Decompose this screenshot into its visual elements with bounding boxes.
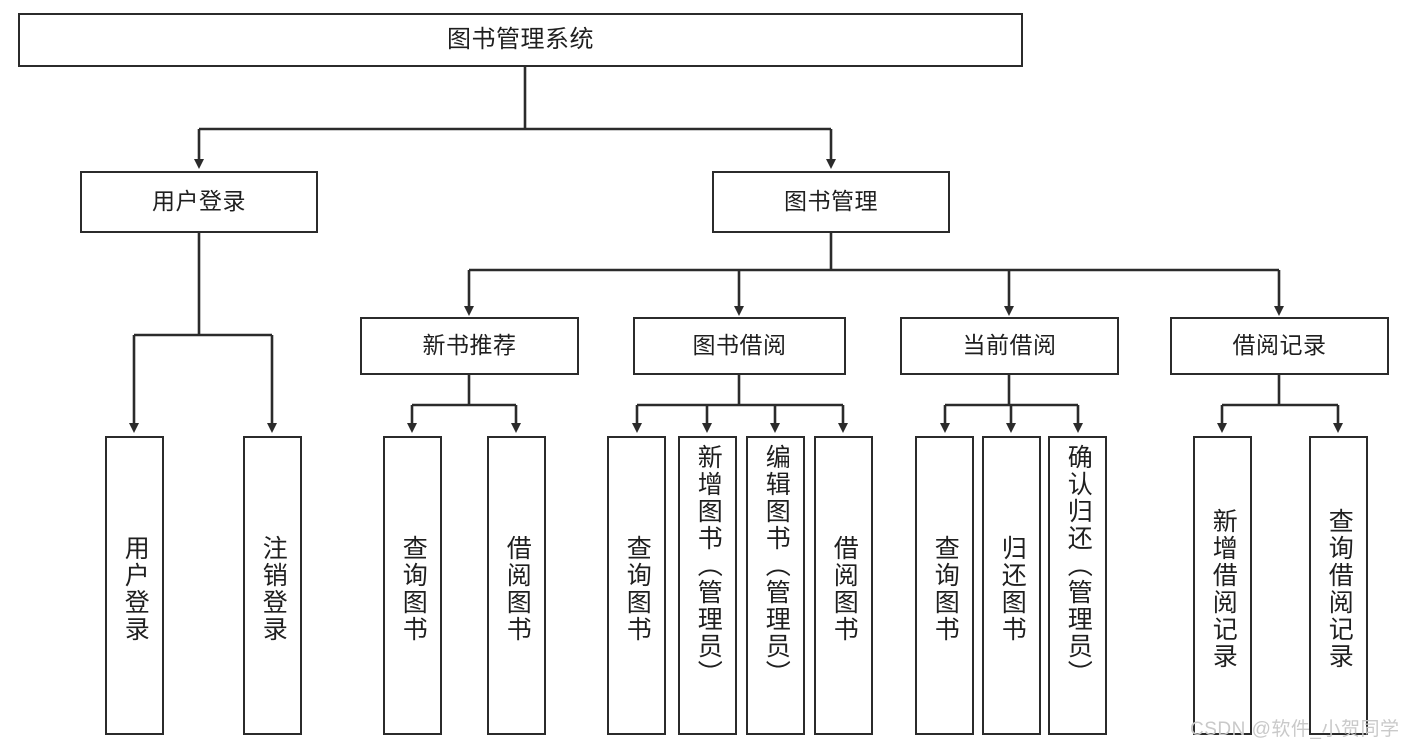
node-borrow-record[interactable]: 借阅记录: [1170, 317, 1389, 375]
leaf-add-borrow-record[interactable]: 新增借阅记录: [1193, 436, 1252, 735]
leaf-logout[interactable]: 注销登录: [243, 436, 302, 735]
leaf-confirm-return-admin[interactable]: 确认归还（管理员）: [1048, 436, 1107, 735]
leaf-query-book-borrow[interactable]: 查询图书: [607, 436, 666, 735]
node-label: 归还图书: [998, 534, 1027, 643]
node-label: 新书推荐: [422, 332, 517, 359]
node-label: 图书管理: [784, 188, 878, 215]
node-label: 确认归还（管理员）: [1064, 444, 1093, 687]
node-label: 图书借阅: [692, 332, 787, 359]
node-label: 查询图书: [931, 534, 960, 643]
node-label: 借阅记录: [1232, 332, 1327, 359]
leaf-borrow-book-recommend[interactable]: 借阅图书: [487, 436, 546, 735]
node-label: 编辑图书（管理员）: [762, 444, 791, 687]
leaf-query-borrow-record[interactable]: 查询借阅记录: [1309, 436, 1368, 735]
node-label: 用户登录: [121, 534, 150, 643]
node-label: 借阅图书: [830, 534, 859, 643]
node-book-borrow[interactable]: 图书借阅: [633, 317, 846, 375]
node-label: 借阅图书: [503, 534, 532, 643]
leaf-query-book-current[interactable]: 查询图书: [915, 436, 974, 735]
leaf-query-book-recommend[interactable]: 查询图书: [383, 436, 442, 735]
leaf-return-book[interactable]: 归还图书: [982, 436, 1041, 735]
node-label: 查询图书: [623, 534, 652, 643]
leaf-edit-book-admin[interactable]: 编辑图书（管理员）: [746, 436, 805, 735]
node-current-borrow[interactable]: 当前借阅: [900, 317, 1119, 375]
csdn-watermark: CSDN @软件_小贺同学: [1190, 719, 1400, 740]
node-label: 新增图书（管理员）: [694, 444, 723, 687]
node-label: 查询图书: [399, 534, 428, 643]
node-user-login[interactable]: 用户登录: [80, 171, 318, 233]
node-label: 图书管理系统: [447, 25, 594, 53]
leaf-add-book-admin[interactable]: 新增图书（管理员）: [678, 436, 737, 735]
node-label: 注销登录: [259, 534, 288, 643]
node-root-system[interactable]: 图书管理系统: [18, 13, 1023, 67]
leaf-borrow-book[interactable]: 借阅图书: [814, 436, 873, 735]
node-label: 用户登录: [152, 188, 246, 215]
node-label: 查询借阅记录: [1325, 507, 1354, 670]
node-book-management[interactable]: 图书管理: [712, 171, 950, 233]
node-label: 当前借阅: [962, 332, 1057, 359]
leaf-user-login[interactable]: 用户登录: [105, 436, 164, 735]
node-new-book-recommend[interactable]: 新书推荐: [360, 317, 579, 375]
node-label: 新增借阅记录: [1209, 507, 1238, 670]
